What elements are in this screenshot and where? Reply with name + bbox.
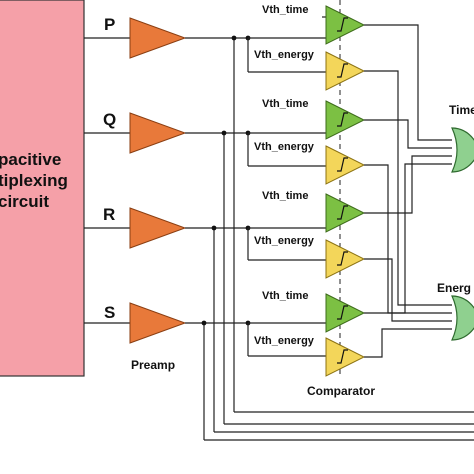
vth-energy-label-s: Vth_energy <box>254 335 315 347</box>
vth-energy-label-q: Vth_energy <box>254 141 315 153</box>
mux-label-line3: circuit <box>0 192 49 211</box>
mux-label-line2: tiplexing <box>0 171 68 190</box>
vth-time-label-r: Vth_time <box>262 190 308 202</box>
hysteresis-icon <box>337 63 348 78</box>
time-or-gate <box>451 127 474 173</box>
preamp-p <box>129 17 187 59</box>
energy-comparator-q <box>325 145 366 185</box>
energy-comparator-s <box>325 337 366 377</box>
time-comparator-q <box>325 100 366 140</box>
preamp-r <box>129 207 187 249</box>
time-comparator-s <box>325 293 366 333</box>
hysteresis-icon <box>337 112 348 127</box>
channel-label-r: R <box>103 205 115 224</box>
vth-energy-label-p: Vth_energy <box>254 49 315 61</box>
hysteresis-icon <box>337 205 348 220</box>
time-comparator-p <box>325 5 366 45</box>
energy-output-label: Energ <box>437 281 471 295</box>
mux-label-line1: pacitive <box>0 150 61 169</box>
vth-time-label-p: Vth_time <box>262 4 308 16</box>
channel-label-p: P <box>104 15 115 34</box>
hysteresis-icon <box>337 157 348 172</box>
hysteresis-icon <box>337 251 348 266</box>
energy-comparator-r <box>325 239 366 279</box>
vth-time-label-q: Vth_time <box>262 98 308 110</box>
vth-time-label-s: Vth_time <box>262 290 308 302</box>
comparator-label: Comparator <box>307 384 375 398</box>
time-output-label: Time <box>449 103 474 117</box>
mux-block <box>0 0 85 377</box>
channel-label-q: Q <box>103 110 116 129</box>
comparator-group <box>325 0 366 378</box>
energy-or-gate <box>451 295 474 341</box>
time-comparator-r <box>325 193 366 233</box>
preamp-q <box>129 112 187 154</box>
vth-energy-label-r: Vth_energy <box>254 235 315 247</box>
hysteresis-icon <box>337 17 348 32</box>
energy-comparator-p <box>325 51 366 91</box>
preamp-label: Preamp <box>131 358 175 372</box>
channel-label-s: S <box>104 303 115 322</box>
hysteresis-icon <box>337 349 348 364</box>
hysteresis-icon <box>337 305 348 320</box>
preamp-s <box>129 302 187 344</box>
